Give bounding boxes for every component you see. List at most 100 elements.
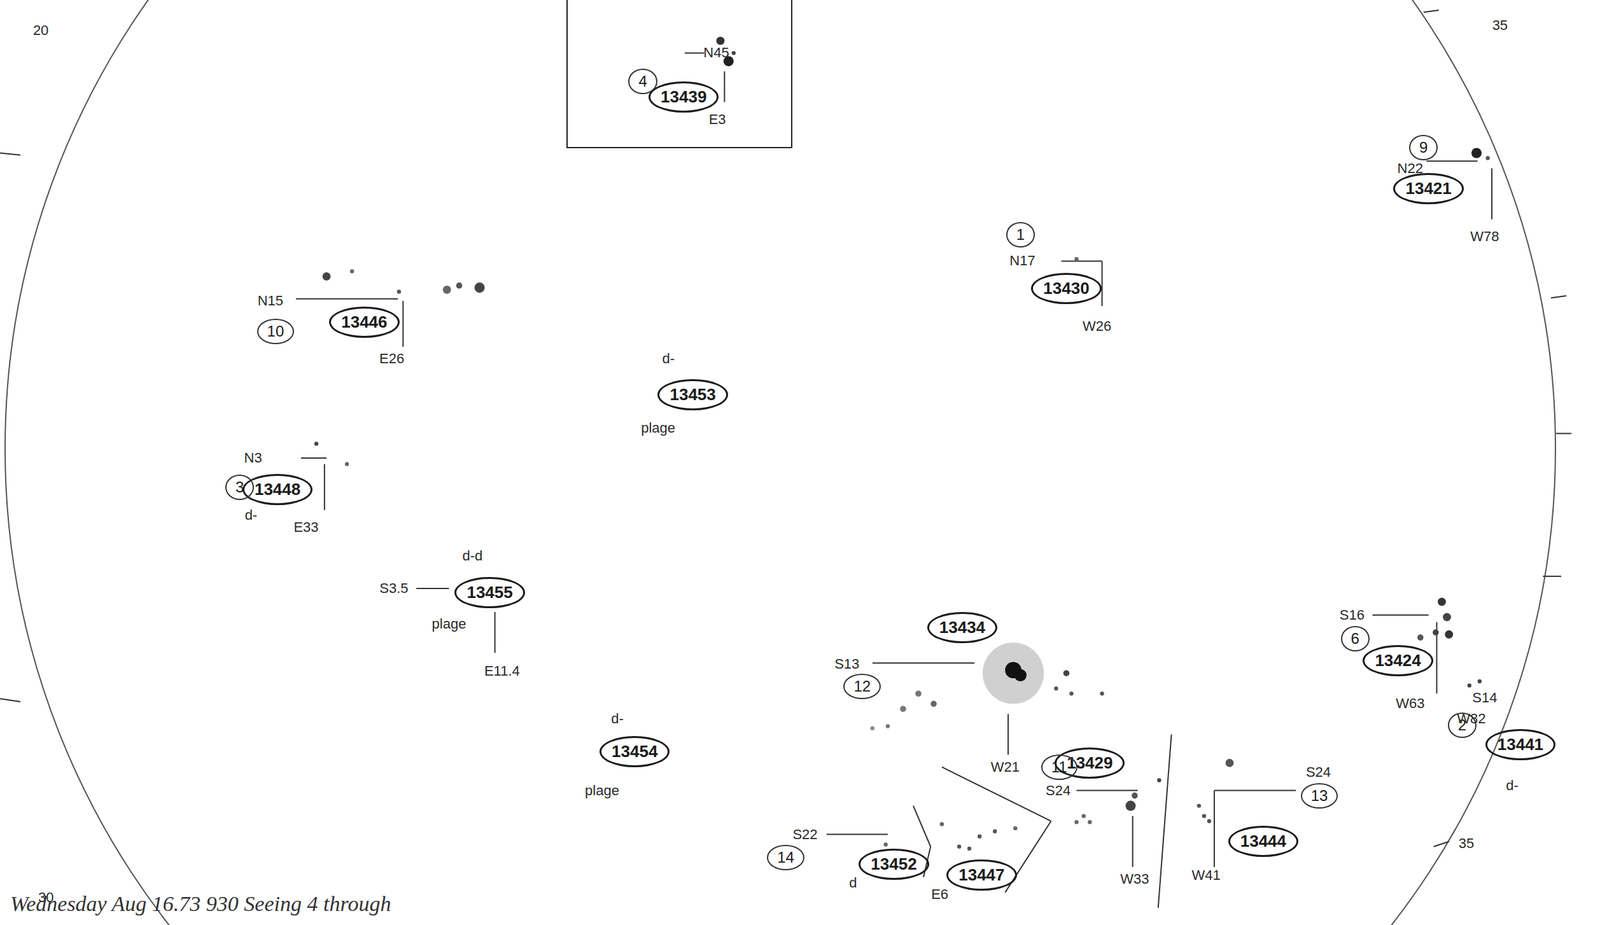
region-oval: 13453 [657, 379, 728, 411]
penumbra [982, 642, 1044, 704]
leader-line [941, 767, 1052, 822]
sunspot [442, 285, 452, 295]
coordinate-label: E11.4 [484, 663, 520, 680]
sunspot [967, 847, 972, 851]
sunspot [350, 269, 354, 274]
sunspot [1069, 691, 1074, 696]
coordinate-label: E6 [931, 886, 949, 904]
group-number: 14 [777, 849, 795, 867]
group-number: 9 [1419, 138, 1428, 157]
sunspot [1099, 691, 1104, 696]
coordinate-label: W78 [1470, 228, 1499, 246]
region-oval: 13447 [946, 859, 1017, 892]
coordinate-label: 35 [1492, 17, 1508, 34]
coordinate-label: W82 [1456, 710, 1486, 728]
region-number: 13446 [341, 312, 387, 333]
leader-line [0, 698, 21, 702]
coordinate-label: W26 [1082, 318, 1112, 335]
coordinate-label: S14 [1472, 689, 1497, 707]
sunspot [731, 50, 736, 55]
region-number: 13454 [611, 742, 658, 762]
leader-line [1076, 790, 1138, 792]
sunspot [899, 705, 907, 713]
region-oval: 13454 [599, 736, 670, 768]
group-circle: 9 [1409, 134, 1438, 161]
sunspot [1477, 679, 1482, 684]
region-number: 13434 [939, 617, 986, 638]
sunspot [1417, 634, 1424, 641]
sunspot [1125, 801, 1136, 812]
coordinate-label: plage [432, 616, 467, 633]
sunspot [1485, 155, 1490, 160]
coordinate-label: plage [584, 782, 620, 800]
region-oval: 13455 [454, 577, 525, 609]
sunspot [1432, 629, 1439, 636]
sunspot [930, 700, 937, 708]
coordinate-label: N15 [257, 292, 284, 310]
leader-line [301, 457, 327, 459]
sunspot [344, 462, 349, 466]
region-number: 13453 [669, 385, 716, 405]
coordinate-label: S3.5 [379, 580, 408, 597]
group-circle: 10 [257, 318, 295, 345]
leader-line [1426, 160, 1478, 162]
region-number: 13452 [870, 854, 917, 875]
leader-line [1213, 791, 1215, 868]
sunspot [1444, 630, 1453, 639]
group-number: 13 [1311, 787, 1329, 806]
region-oval: 13434 [927, 612, 998, 644]
region-oval: 13430 [1031, 273, 1102, 305]
group-number: 1 [1016, 225, 1025, 244]
coordinate-label: E33 [293, 519, 319, 536]
leader-line [872, 662, 975, 664]
sunspot [474, 282, 485, 293]
sunspot [1014, 669, 1027, 682]
leader-line [1372, 614, 1429, 617]
group-circle: 1 [1006, 222, 1035, 248]
region-number: 13429 [1066, 753, 1113, 774]
group-number: 11 [1051, 758, 1068, 777]
coordinate-label: E26 [379, 350, 405, 368]
coordinate-label: N17 [1009, 252, 1035, 270]
region-number: 13421 [1405, 178, 1452, 199]
region-oval: 13444 [1228, 826, 1299, 858]
coordinate-label: d [849, 875, 857, 892]
region-number: 13441 [1497, 735, 1544, 755]
group-circle: 6 [1340, 626, 1370, 652]
sunspot [1157, 778, 1161, 783]
coordinate-label: S24 [1045, 782, 1071, 800]
leader-line [1556, 432, 1572, 435]
sunspot [1081, 814, 1086, 818]
sunspot [456, 282, 463, 289]
group-number: 10 [267, 322, 285, 341]
sunspot [716, 36, 725, 46]
sunspot [870, 726, 875, 731]
sunspot [1471, 147, 1482, 158]
leader-line [1550, 295, 1567, 298]
leader-line [826, 834, 888, 836]
region-oval: 13424 [1362, 645, 1433, 677]
coordinate-label: E3 [708, 111, 727, 128]
region-oval: 13446 [329, 306, 400, 338]
leader-line [1214, 790, 1296, 792]
region-number: 13424 [1374, 651, 1421, 671]
coordinate-label: S16 [1339, 607, 1365, 624]
leader-line [323, 464, 326, 511]
sunspot [1087, 820, 1092, 825]
leader-line [416, 588, 449, 590]
coordinate-label: W41 [1191, 867, 1221, 885]
group-circle: 11 [1041, 754, 1078, 781]
sunspot [1013, 826, 1018, 831]
group-circle: 3 [225, 474, 254, 501]
coordinate-label: d-d [462, 547, 483, 565]
leader-line [1433, 842, 1450, 848]
sunspot [1074, 257, 1079, 261]
sunspot [992, 829, 997, 834]
region-oval: 13452 [858, 849, 929, 881]
sunspot [1197, 803, 1201, 808]
coordinate-label: W63 [1395, 695, 1425, 713]
region-number: 13430 [1043, 278, 1089, 299]
leader-line [1132, 816, 1134, 868]
leader-line [1158, 734, 1172, 909]
observation-note: Wednesday Aug 16.73 930 Seeing 4 through [10, 892, 391, 917]
